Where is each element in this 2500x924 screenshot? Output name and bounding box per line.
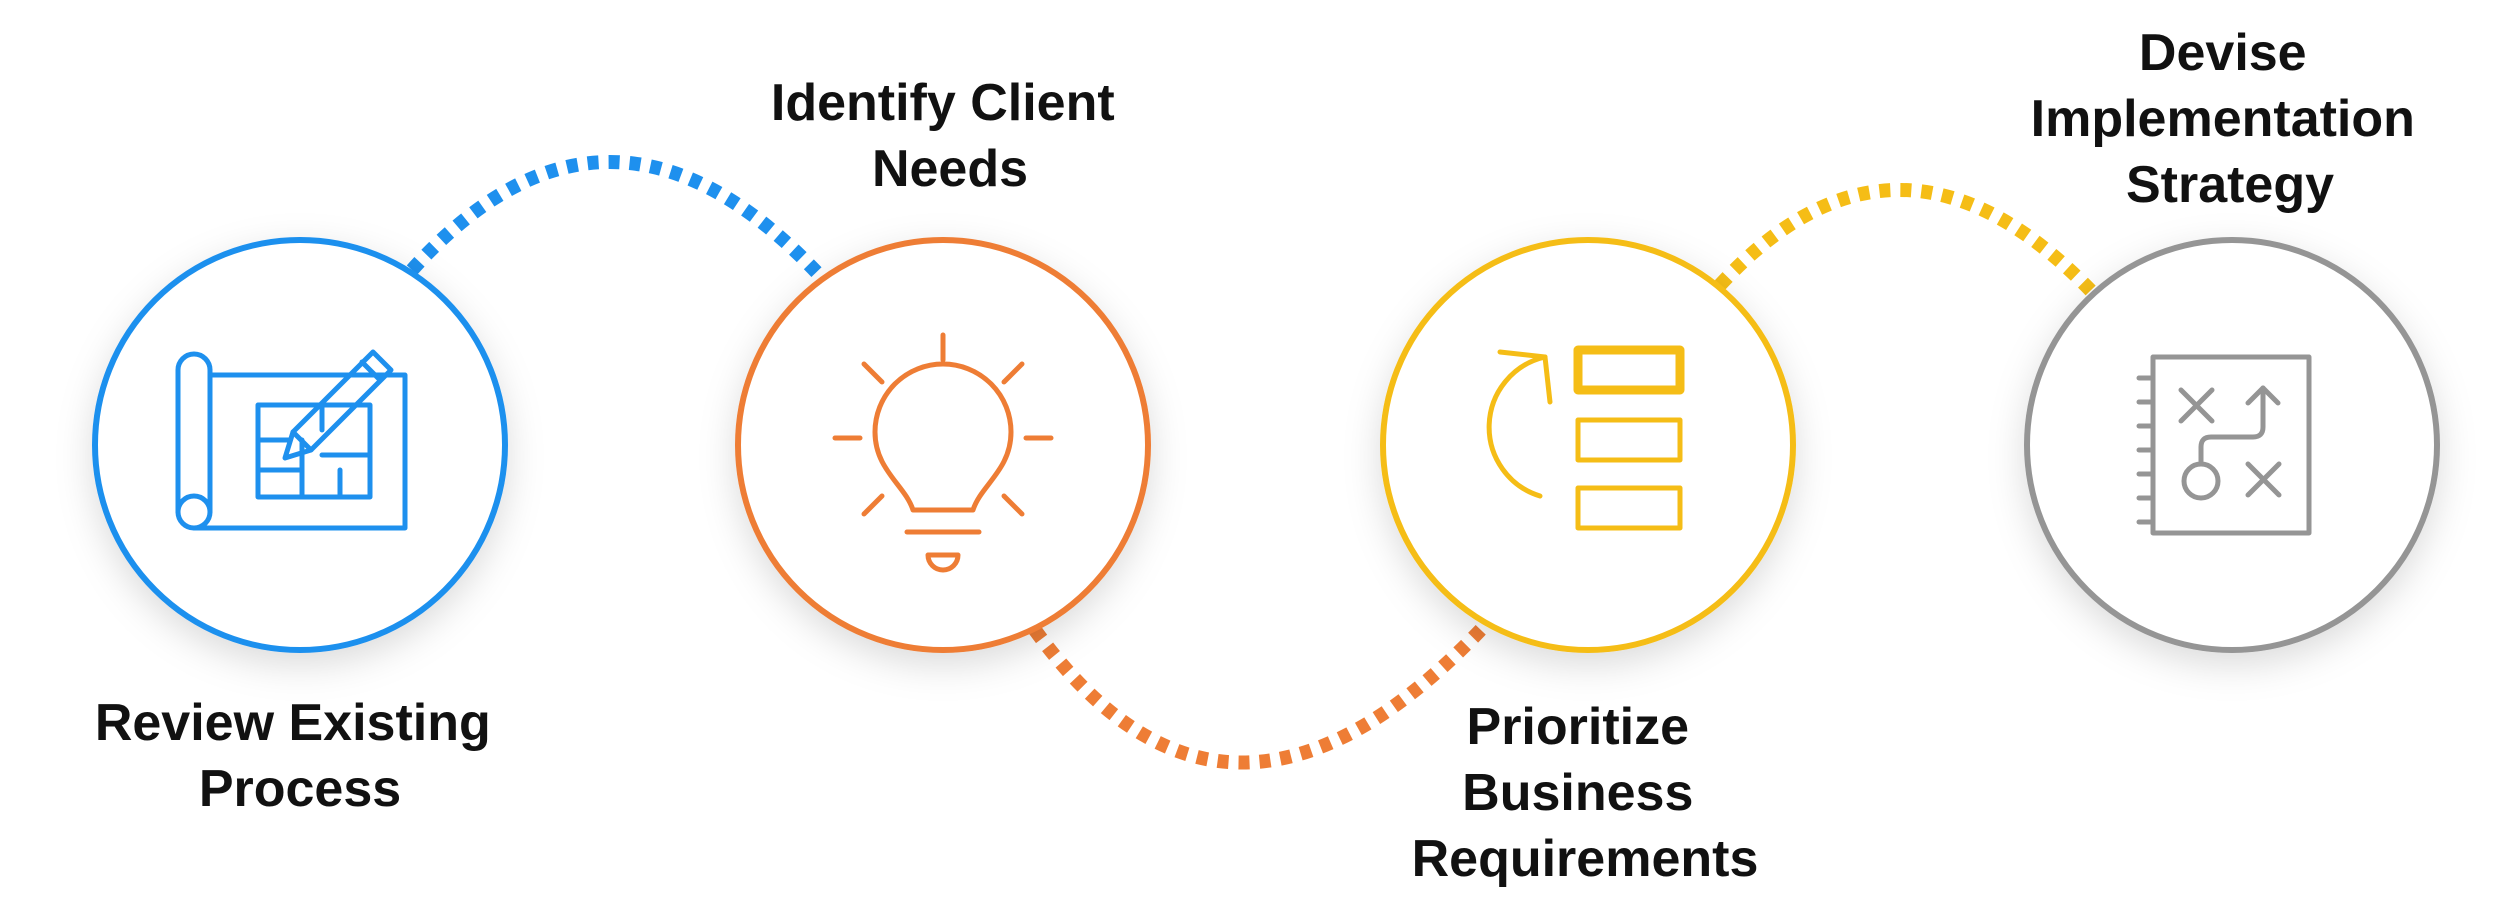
step-label: Identify Client Needs [771,74,1129,198]
step-label: Prioritize Business Requirements [1412,698,1759,888]
step-label: Review Existing Process [95,694,505,818]
step-circle [2024,237,2440,653]
connector-review-identify [406,155,828,283]
step-label-line: Requirements [1412,830,1759,888]
blueprint-pencil-icon [175,349,408,531]
step-circle [1380,237,1796,653]
connector-prioritize-devise [1714,182,2101,300]
connector-identify-prioritize [1029,615,1496,770]
step-circle [735,237,1151,653]
step-label-line: Strategy [2126,156,2334,214]
lightbulb-icon [832,332,1054,573]
step-devise-implementation-strategy: Devise Implementation Strategy [2024,24,2440,653]
step-label-line: Business [1462,764,1693,822]
step-label: Devise Implementation Strategy [2031,24,2430,214]
step-label-line: Process [199,760,401,818]
step-label-line: Devise [2139,24,2307,82]
step-label-line: Needs [872,140,1028,198]
step-label-line: Implementation [2031,90,2415,148]
step-identify-client-needs: Identify Client Needs [735,74,1151,653]
step-label-line: Identify Client [771,74,1115,132]
strategy-notebook-icon [2136,354,2312,536]
step-prioritize-business-requirements: Prioritize Business Requirements [1380,237,1796,888]
priority-list-icon [1486,345,1685,531]
step-review-existing-process: Review Existing Process [92,237,508,818]
step-label-line: Review Existing [95,694,491,752]
step-label-line: Prioritize [1467,698,1690,756]
